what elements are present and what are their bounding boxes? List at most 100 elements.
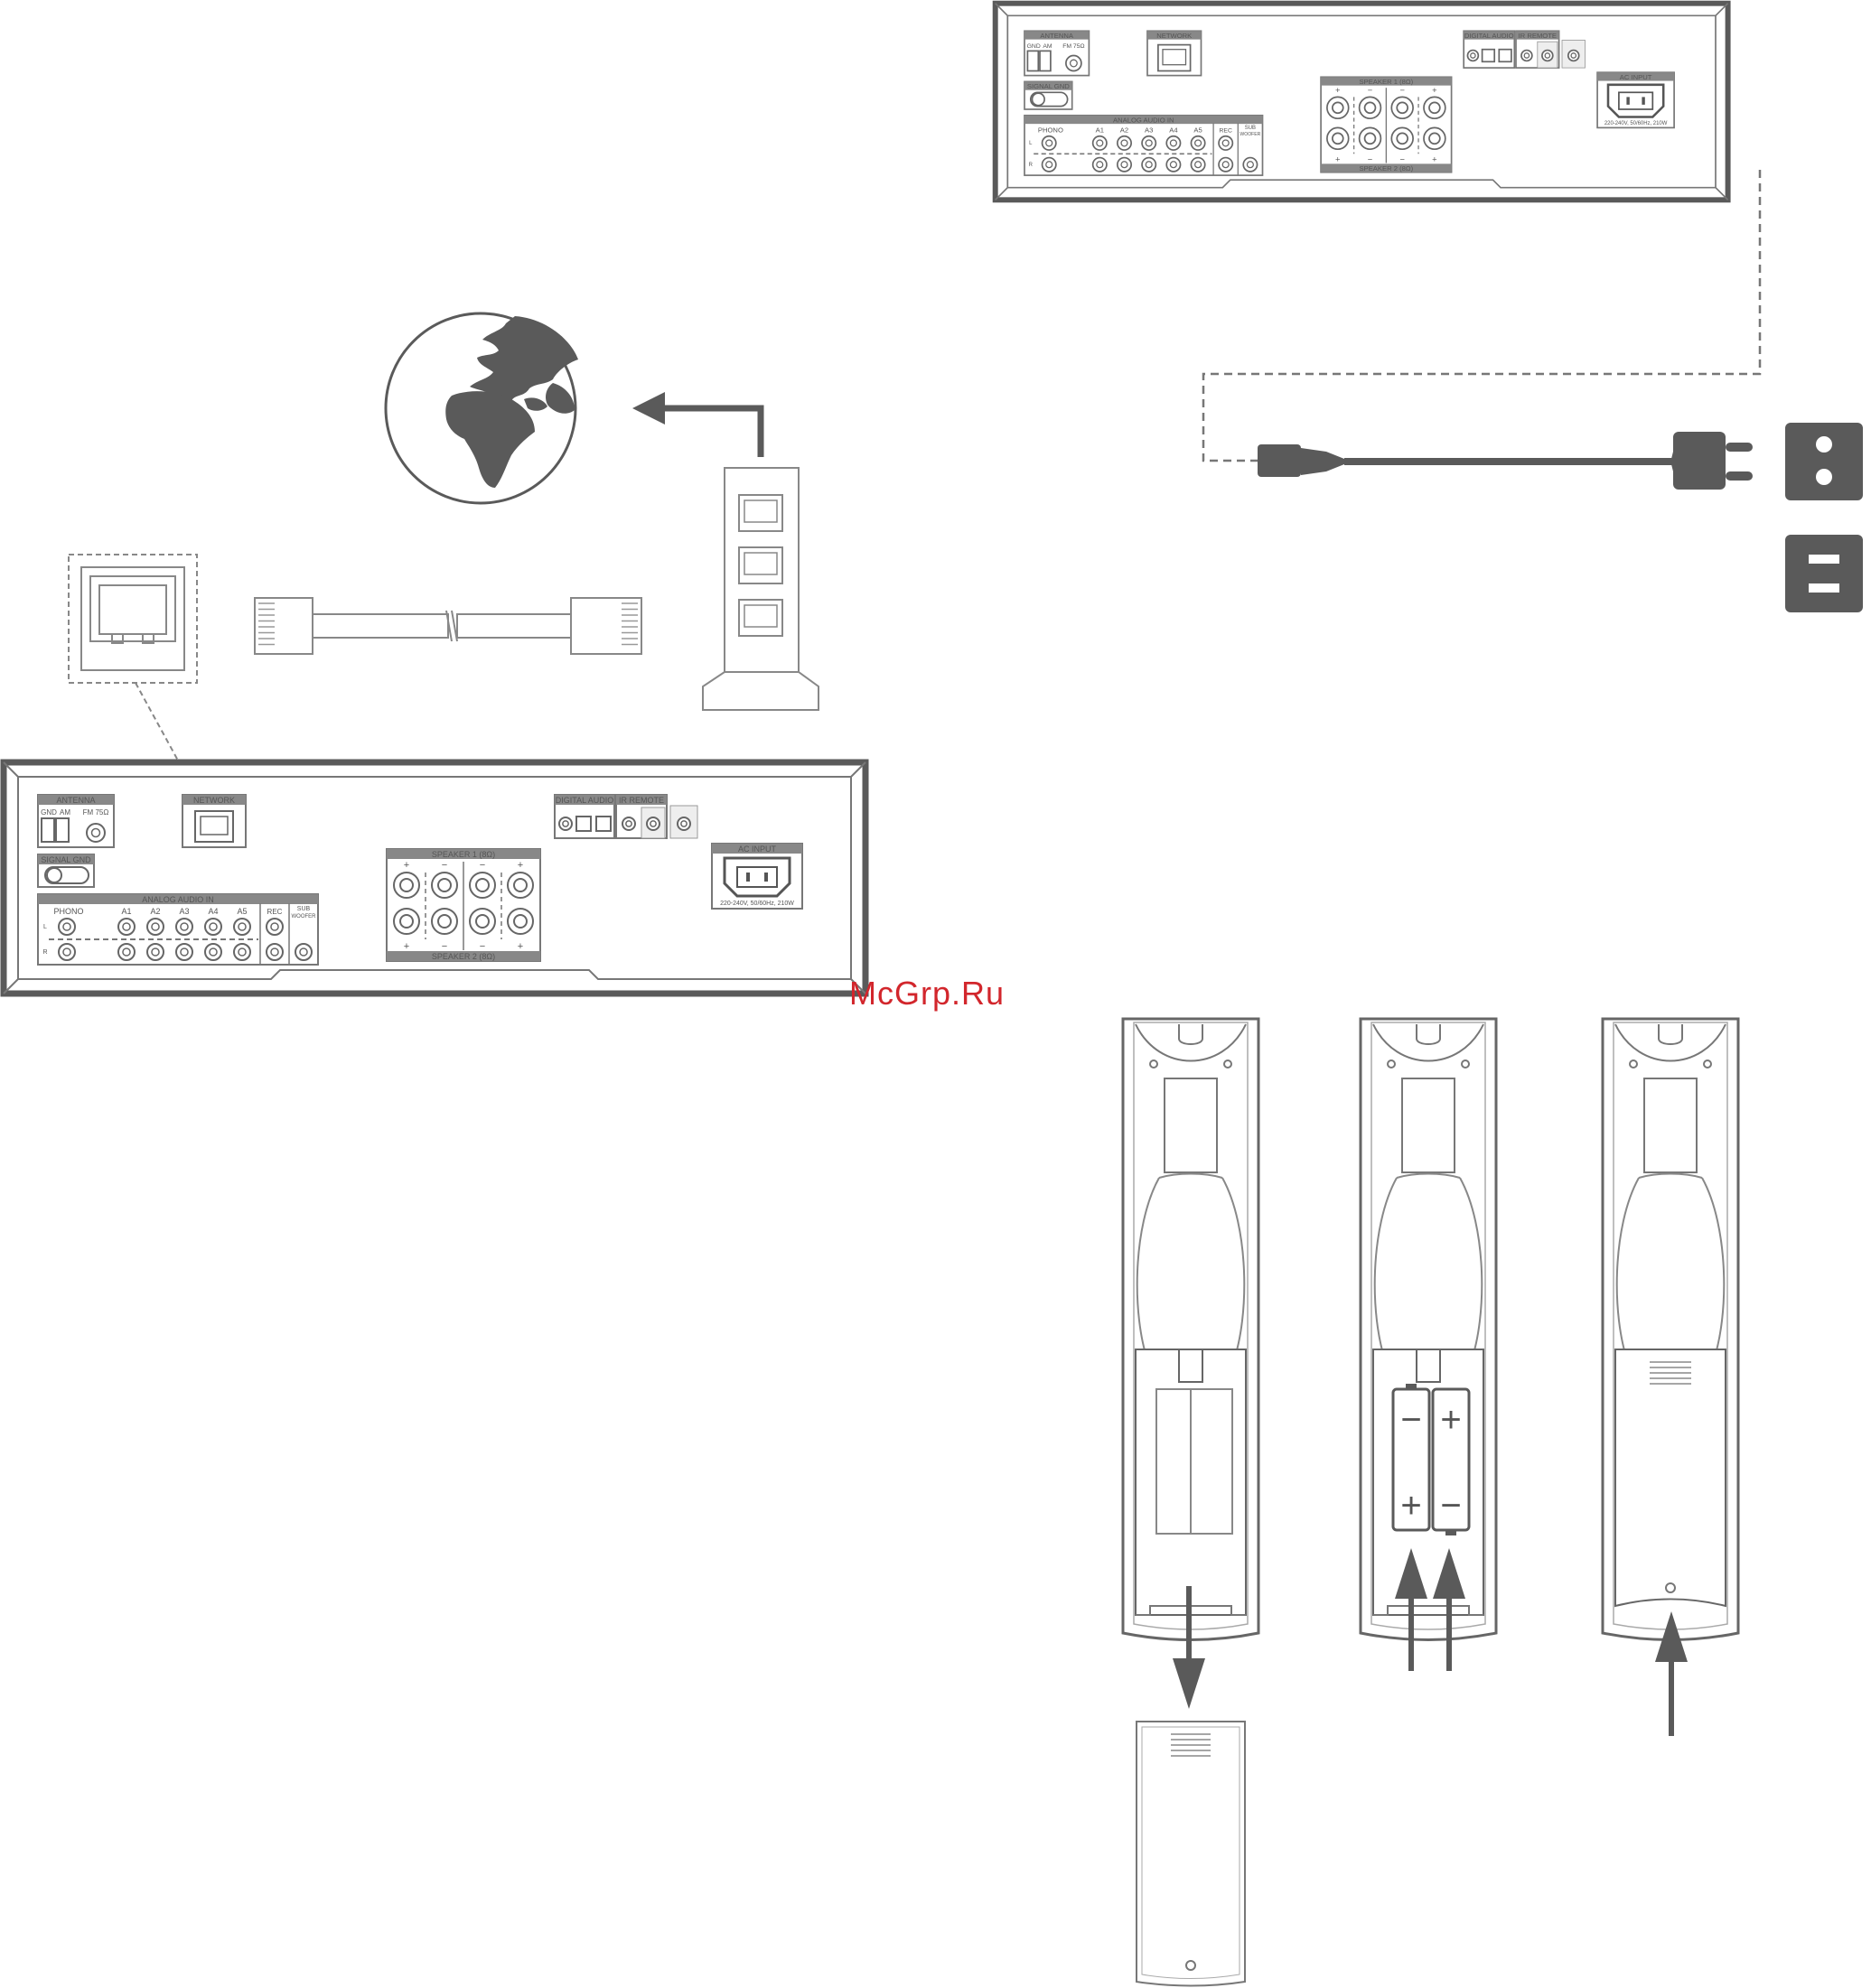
speaker-terminal bbox=[431, 872, 458, 899]
rca-jack bbox=[58, 918, 76, 936]
remote-display bbox=[1401, 1078, 1455, 1173]
rca-jack bbox=[622, 817, 636, 831]
input-label-a3: A3 bbox=[179, 907, 189, 916]
rec-label: REC bbox=[267, 908, 283, 916]
speaker-polarity-label: + bbox=[1335, 86, 1340, 95]
woofer-label: WOOFER bbox=[1240, 132, 1260, 137]
remote-display bbox=[1643, 1078, 1698, 1173]
speaker-polarity-label: − bbox=[1399, 86, 1404, 95]
signal-gnd-label: SIGNAL GND bbox=[41, 855, 91, 864]
battery-cover-icon bbox=[1136, 1721, 1246, 1987]
phono-label: PHONO bbox=[1038, 126, 1063, 135]
gnd-label: GND bbox=[1027, 43, 1041, 50]
input-label-a1: A1 bbox=[1096, 126, 1104, 135]
right-channel-label: R bbox=[1029, 163, 1034, 168]
rca-jack bbox=[58, 943, 76, 961]
rca-jack bbox=[558, 817, 573, 831]
rca-jack bbox=[1242, 156, 1258, 173]
remote-control-icon bbox=[1359, 1017, 1498, 1641]
panel-inner bbox=[17, 776, 852, 980]
rca-jack bbox=[233, 918, 251, 936]
ethernet-cable-icon bbox=[254, 597, 642, 655]
speaker-terminal bbox=[1358, 126, 1382, 151]
speaker-polarity-label: + bbox=[404, 941, 409, 952]
rca-jack bbox=[677, 817, 691, 831]
sub-label: SUB bbox=[297, 906, 311, 912]
rca-jack bbox=[1117, 156, 1133, 173]
globe-icon bbox=[384, 312, 578, 505]
rca-jack bbox=[175, 918, 193, 936]
speaker-polarity-label: − bbox=[1368, 155, 1372, 164]
left-channel-label: L bbox=[1029, 141, 1033, 146]
analog-audio-in-label: ANALOG AUDIO IN bbox=[1113, 116, 1174, 124]
arrow-icon bbox=[1395, 1548, 1465, 1671]
speaker-polarity-label: − bbox=[1399, 155, 1404, 164]
rca-jack bbox=[1041, 135, 1057, 151]
rca-jack bbox=[646, 817, 660, 831]
left-channel-label: L bbox=[43, 924, 47, 930]
speaker-polarity-label: + bbox=[518, 860, 523, 871]
ir-remote-label: IR REMOTE bbox=[1519, 32, 1557, 40]
speaker-terminal bbox=[1423, 126, 1446, 151]
am-label: AM bbox=[1043, 43, 1052, 50]
speaker-terminal bbox=[1326, 126, 1350, 151]
rca-jack bbox=[1190, 156, 1206, 173]
fm-label: FM 75Ω bbox=[1062, 43, 1084, 50]
arrow-icon bbox=[660, 405, 764, 457]
remote-control-icon bbox=[1601, 1017, 1740, 1641]
rca-jack bbox=[1165, 135, 1182, 151]
antenna-label: ANTENNA bbox=[56, 796, 95, 805]
battery-plus-label: + bbox=[1400, 1486, 1421, 1526]
rca-jack bbox=[1466, 49, 1480, 62]
rca-jack bbox=[1567, 49, 1580, 62]
speaker-2-label: SPEAKER 2 (8Ω) bbox=[1360, 164, 1414, 173]
rec-label: REC bbox=[1220, 127, 1232, 134]
rca-jack bbox=[266, 918, 284, 936]
speaker-polarity-label: + bbox=[1335, 155, 1340, 164]
speaker-polarity-label: + bbox=[1432, 155, 1436, 164]
rca-jack bbox=[1117, 135, 1133, 151]
rca-jack bbox=[266, 943, 284, 961]
am-label: AM bbox=[60, 808, 70, 817]
speaker-terminal bbox=[507, 872, 534, 899]
speaker-terminal bbox=[507, 908, 534, 935]
input-label-a3: A3 bbox=[1145, 126, 1153, 135]
power-dashed-line bbox=[1202, 170, 1762, 462]
ir-remote-label: IR REMOTE bbox=[619, 796, 664, 805]
rca-jack bbox=[1065, 54, 1082, 72]
ac-rating-label: 220-240V, 50/60Hz, 210W bbox=[1604, 121, 1668, 126]
right-channel-label: R bbox=[42, 949, 47, 956]
woofer-label: WOOFER bbox=[292, 914, 317, 919]
phono-label: PHONO bbox=[53, 907, 83, 916]
input-label-a1: A1 bbox=[121, 907, 131, 916]
watermark: McGrp.Ru bbox=[849, 975, 1005, 1012]
speaker-2-label: SPEAKER 2 (8Ω) bbox=[432, 952, 495, 961]
sub-label: SUB bbox=[1245, 126, 1256, 131]
rca-jack bbox=[117, 943, 136, 961]
speaker-polarity-label: − bbox=[442, 860, 447, 871]
rca-jack bbox=[1091, 135, 1108, 151]
power-cord-icon bbox=[1258, 432, 1753, 490]
speaker-polarity-label: + bbox=[1432, 86, 1436, 95]
ac-input-label: AC INPUT bbox=[738, 845, 777, 854]
ac-input-label: AC INPUT bbox=[1620, 73, 1652, 81]
input-label-a4: A4 bbox=[1169, 126, 1178, 135]
rca-jack bbox=[1041, 156, 1057, 173]
input-label-a2: A2 bbox=[150, 907, 160, 916]
speaker-1-label: SPEAKER 1 (8Ω) bbox=[432, 850, 495, 859]
rca-jack bbox=[1190, 135, 1206, 151]
rca-jack bbox=[146, 918, 164, 936]
battery-minus-label: − bbox=[1400, 1400, 1421, 1440]
wall-socket-round-icon bbox=[1785, 423, 1863, 500]
digital-audio-label: DIGITAL AUDIO bbox=[556, 796, 614, 805]
rca-jack bbox=[146, 943, 164, 961]
rca-jack bbox=[1165, 156, 1182, 173]
input-label-a5: A5 bbox=[237, 907, 247, 916]
speaker-terminal bbox=[469, 908, 496, 935]
input-label-a4: A4 bbox=[208, 907, 218, 916]
speaker-polarity-label: − bbox=[1368, 86, 1372, 95]
signal-gnd-label: SIGNAL GND bbox=[1027, 82, 1070, 90]
remote-control-icon bbox=[1121, 1017, 1260, 1641]
rca-jack bbox=[1141, 135, 1157, 151]
network-port-icon bbox=[68, 554, 198, 684]
